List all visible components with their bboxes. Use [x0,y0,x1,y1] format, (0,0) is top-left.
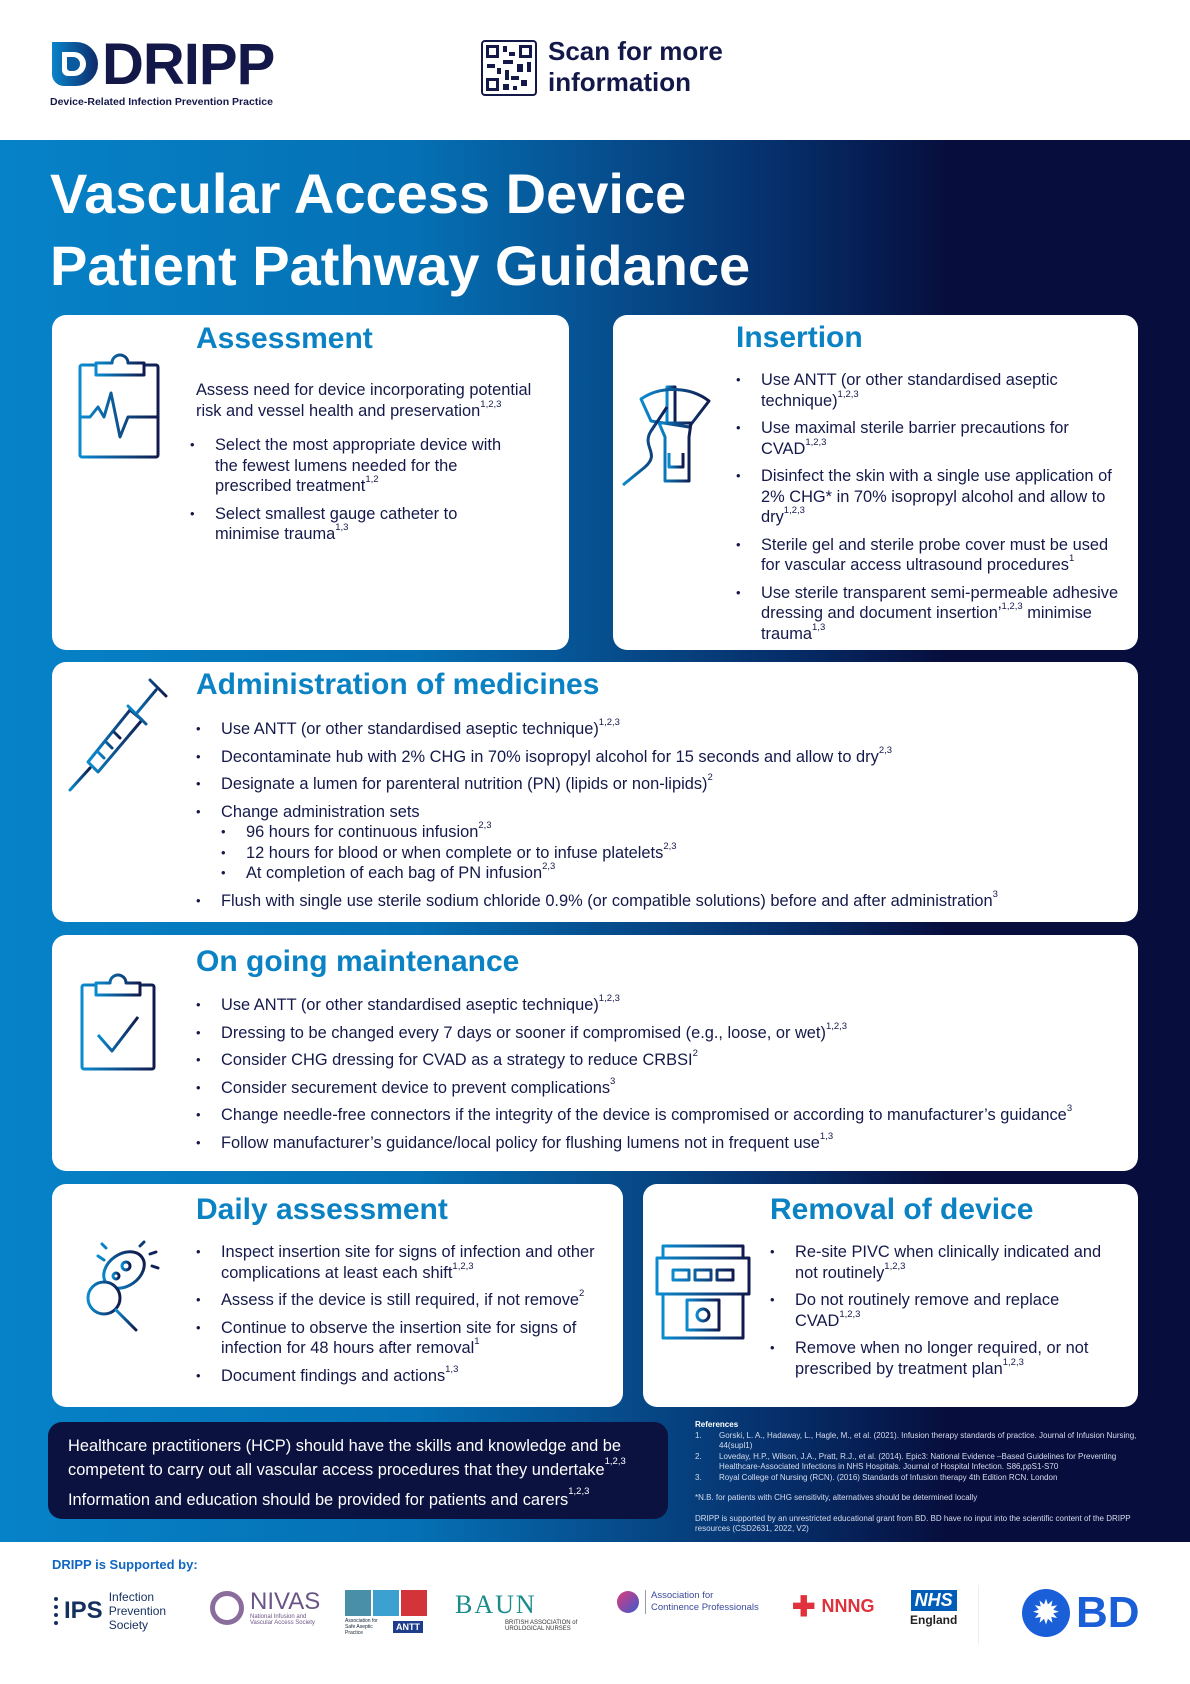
list-item: Continue to observe the insertion site f… [196,1318,621,1359]
list-item: Dressing to be changed every 7 days or s… [196,1021,1126,1044]
hcp-paragraph: Healthcare practitioners (HCP) should ha… [68,1437,626,1479]
clipboard-check-icon [80,973,156,1071]
bd-logo: ✹ BD [1022,1588,1140,1638]
list-item: Remove when no longer required, or not p… [770,1338,1120,1379]
sub-list-item: 96 hours for continuous infusion2,3 [221,820,1126,843]
list-item: Consider securement device to prevent co… [196,1076,1126,1099]
insertion-heading: Insertion [736,321,863,354]
removal-body: Re-site PIVC when clinically indicated a… [770,1242,1120,1386]
list-item: Use ANTT (or other standardised aseptic … [196,717,1126,740]
scan-line-1: Scan for more [548,36,723,66]
list-item: Follow manufacturer’s guidance/local pol… [196,1131,1126,1154]
list-item: Assess if the device is still required, … [196,1288,621,1311]
nivas-logo: NIVAS National Infusion and Vascular Acc… [210,1590,320,1626]
qr-code[interactable] [481,40,537,96]
acp-people-icon [617,1591,639,1613]
list-item: Use maximal sterile barrier precautions … [736,418,1121,459]
scan-for-more-info: Scan for more information [548,36,748,98]
list-item: Use sterile transparent semi-permeable a… [736,583,1121,645]
nivas-swirl-icon [210,1591,244,1625]
list-item: Change needle-free connectors if the int… [196,1103,1126,1126]
sub-list-item: At completion of each bag of PN infusion… [221,861,1126,884]
nnng-cross-icon: ✚ [792,1591,816,1622]
chg-note: *N.B. for patients with CHG sensitivity,… [695,1493,978,1502]
maintenance-body: Use ANTT (or other standardised aseptic … [196,993,1126,1160]
list-item: Do not routinely remove and replace CVAD… [770,1290,1120,1331]
list-item: Document findings and actions1,3 [196,1364,621,1387]
bacteria-magnifier-icon [86,1240,160,1332]
list-item: Inspect insertion site for signs of infe… [196,1242,621,1283]
dripp-shield-icon [52,42,98,86]
list-item: Select the most appropriate device with … [190,435,520,497]
maintenance-card: On going maintenance Use ANTT (or other … [52,935,1138,1171]
daily-assessment-body: Inspect insertion site for signs of infe… [196,1242,621,1393]
clipboard-heartbeat-icon [78,353,160,459]
administration-body: Use ANTT (or other standardised aseptic … [196,717,1126,918]
syringe-icon [68,678,168,792]
maintenance-heading: On going maintenance [196,945,520,978]
administration-heading: Administration of medicines [196,668,600,701]
list-item: Change administration sets 96 hours for … [196,802,1126,884]
acp-logo: Association for Continence Professionals [617,1590,759,1614]
assessment-lead: Assess need for device incorporating pot… [196,381,532,420]
removal-heading: Removal of device [770,1193,1034,1226]
administration-card: Administration of medicines Use ANTT (or… [52,662,1138,922]
reference-item: 1.Gorski, L. A., Hadaway, L., Hagle, M.,… [695,1430,1137,1451]
daily-assessment-card: Daily assessment Inspect insertion site … [52,1184,623,1407]
insertion-body: Use ANTT (or other standardised aseptic … [736,370,1121,651]
daily-assessment-heading: Daily assessment [196,1193,448,1226]
list-item: Disinfect the skin with a single use app… [736,466,1121,528]
insertion-card: Insertion Use ANTT (or other standardise… [613,315,1138,650]
scan-line-2: information [548,67,691,97]
reference-item: 2.Loveday, H.P., Wilson, J.A., Pratt, R.… [695,1451,1117,1472]
assessment-card: Assessment Assess need for device incorp… [52,315,569,650]
assessment-heading: Assessment [196,322,373,355]
bd-sun-icon: ✹ [1022,1589,1070,1637]
list-item: Use ANTT (or other standardised aseptic … [736,370,1121,411]
removal-card: Removal of device Re-site PIVC when clin… [643,1184,1138,1407]
sub-list-item: 12 hours for blood or when complete or t… [221,841,1126,864]
nnng-logo: ✚ NNNG [792,1591,875,1622]
education-paragraph: Information and education should be prov… [68,1486,590,1509]
list-item: Use ANTT (or other standardised aseptic … [196,993,1126,1016]
page-title: Vascular Access Device Patient Pathway G… [50,158,950,302]
qr-code-icon [486,45,532,91]
nhs-england-logo: NHS England [910,1590,958,1627]
page-title-line-1: Vascular Access Device [50,162,687,225]
catheter-insertion-icon [622,359,711,487]
list-item: Designate a lumen for parenteral nutriti… [196,772,1126,795]
references: References 1.Gorski, L. A., Hadaway, L.,… [695,1420,1145,1535]
list-item: Re-site PIVC when clinically indicated a… [770,1242,1120,1283]
list-item: Consider CHG dressing for CVAD as a stra… [196,1048,1126,1071]
list-item: Sterile gel and sterile probe cover must… [736,535,1121,576]
footer-divider [978,1585,979,1645]
grant-note: DRIPP is supported by an unrestricted ed… [695,1513,1131,1534]
sharps-bin-icon [655,1244,751,1340]
reference-item: 3.Royal College of Nursing (RCN). (2016)… [695,1472,1058,1482]
references-heading: References [695,1420,739,1429]
supported-by-label: DRIPP is Supported by: [52,1557,198,1572]
list-item: Decontaminate hub with 2% CHG in 70% iso… [196,745,1126,768]
list-item: Flush with single use sterile sodium chl… [196,889,1126,912]
page-title-line-2: Patient Pathway Guidance [50,234,751,297]
hcp-note: Healthcare practitioners (HCP) should ha… [48,1422,668,1519]
ips-logo: IPS Infection Prevention Society [54,1590,179,1632]
list-item: Select smallest gauge catheter to minimi… [190,504,520,545]
assessment-body: Assess need for device incorporating pot… [190,380,556,552]
baun-logo: BAUN BRITISH ASSOCIATION of UROLOGICAL N… [455,1590,578,1632]
